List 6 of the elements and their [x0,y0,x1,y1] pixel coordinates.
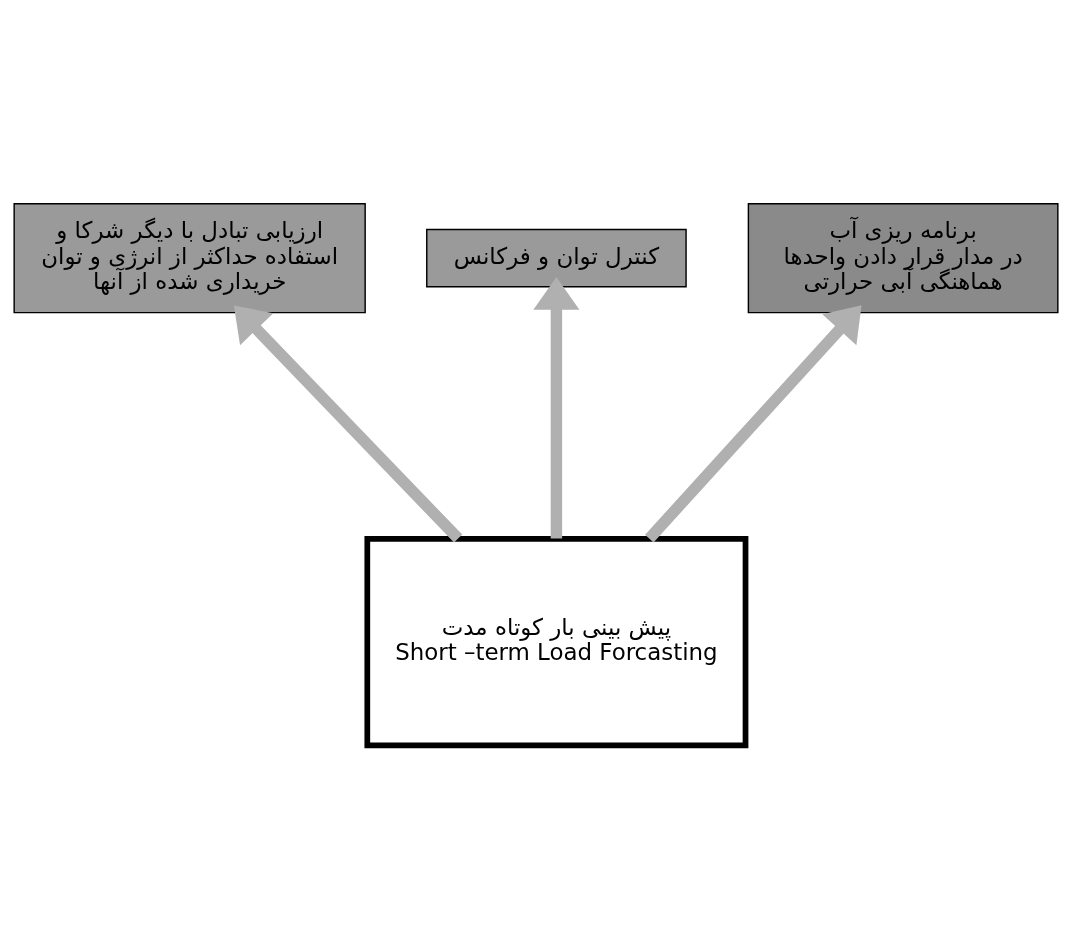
arrow [533,276,580,539]
arrow [233,305,463,543]
node-box: کنترل توان و فرکانس [426,228,687,288]
arrow [645,304,862,542]
node-box: برنامه ریزی آب در مدار قرار دادن واحدها هماهنگی آبی حرارتی [747,202,1059,313]
node-box: ارزیابی تبادل با دیگر شرکا و استفاده حداکثر از انرژی و توان خریداری شده از آنها [13,202,366,313]
